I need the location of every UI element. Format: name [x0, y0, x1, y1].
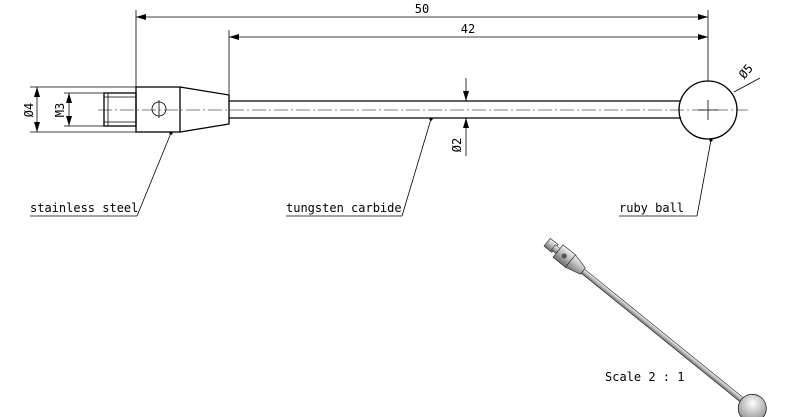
- threaded-end: [103, 92, 137, 127]
- label-tungsten-carbide: tungsten carbide: [286, 201, 402, 215]
- stylus-3d-view: [543, 237, 767, 417]
- dim-body-diameter: Ø4: [22, 103, 36, 117]
- tungsten-carbide-stem: [228, 95, 681, 124]
- label-stainless-steel: stainless steel: [30, 201, 138, 215]
- dim-ball-diameter: Ø5: [736, 61, 756, 81]
- leader-tungsten-carbide: [286, 117, 433, 217]
- leader-stainless-steel: [30, 131, 173, 217]
- stainless-steel-body: [135, 86, 230, 133]
- leader-ruby-ball: [619, 138, 713, 217]
- scale-label: Scale 2 : 1: [605, 370, 684, 384]
- dim-overall-length: 50: [415, 2, 429, 16]
- dim-stem-length: 42: [461, 22, 475, 36]
- dim-thread: M3: [53, 103, 67, 117]
- label-ruby-ball: ruby ball: [619, 201, 684, 215]
- dim-stem-diameter: Ø2: [450, 138, 464, 152]
